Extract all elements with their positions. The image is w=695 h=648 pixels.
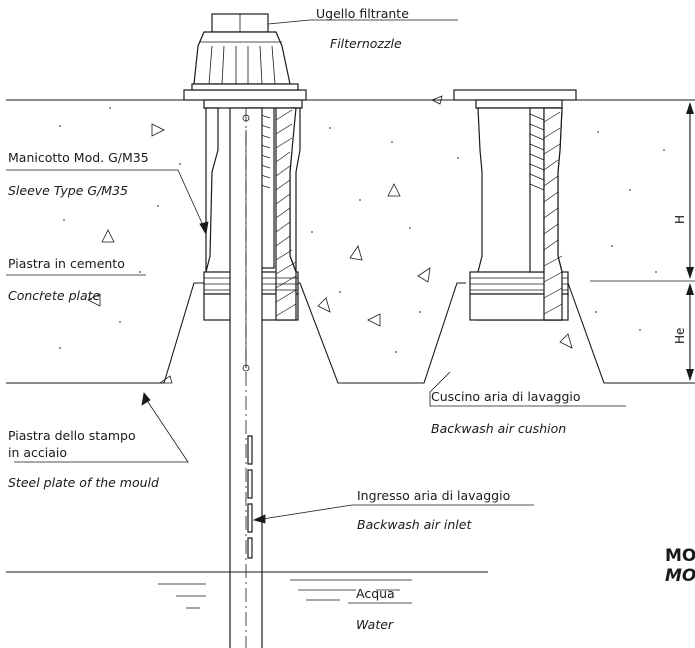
label-inlet-it: Ingresso aria di lavaggio — [357, 488, 510, 503]
label-cushion-it: Cuscino aria di lavaggio — [431, 389, 581, 404]
dimension-h: H — [673, 215, 687, 224]
label-mould-it-1: Piastra dello stampo — [8, 428, 136, 443]
model-title-line2: MO — [665, 566, 695, 586]
label-water-en: Water — [356, 617, 394, 632]
sleeve-right — [453, 89, 577, 321]
label-plate-it: Piastra in cemento — [8, 256, 125, 271]
label-mould-en: Steel plate of the mould — [8, 475, 159, 490]
nozzle-stem — [229, 107, 263, 648]
label-mould-it-2: in acciaio — [8, 445, 67, 460]
water-level — [6, 571, 488, 609]
label-inlet-en: Backwash air inlet — [357, 517, 472, 532]
dimension-lines — [590, 99, 695, 384]
label-sleeve-en: Sleeve Type G/M35 — [8, 183, 128, 198]
concrete-plate — [6, 99, 695, 384]
label-plate-en: Concrete plate — [8, 288, 101, 303]
label-water-it: Acqua — [356, 586, 395, 601]
concrete-aggregate — [87, 95, 573, 384]
label-sleeve-it: Manicotto Mod. G/M35 — [8, 150, 149, 165]
label-nozzle-en: Filternozzle — [330, 36, 402, 51]
dimension-he: He — [673, 328, 687, 344]
leader-lines — [6, 19, 626, 604]
label-nozzle-it: Ugello filtrante — [316, 6, 409, 21]
filter-nozzle-cap — [183, 13, 307, 109]
concrete-dots — [35, 107, 665, 353]
label-cushion-en: Backwash air cushion — [431, 421, 566, 436]
model-title-line1: MO — [665, 546, 695, 566]
